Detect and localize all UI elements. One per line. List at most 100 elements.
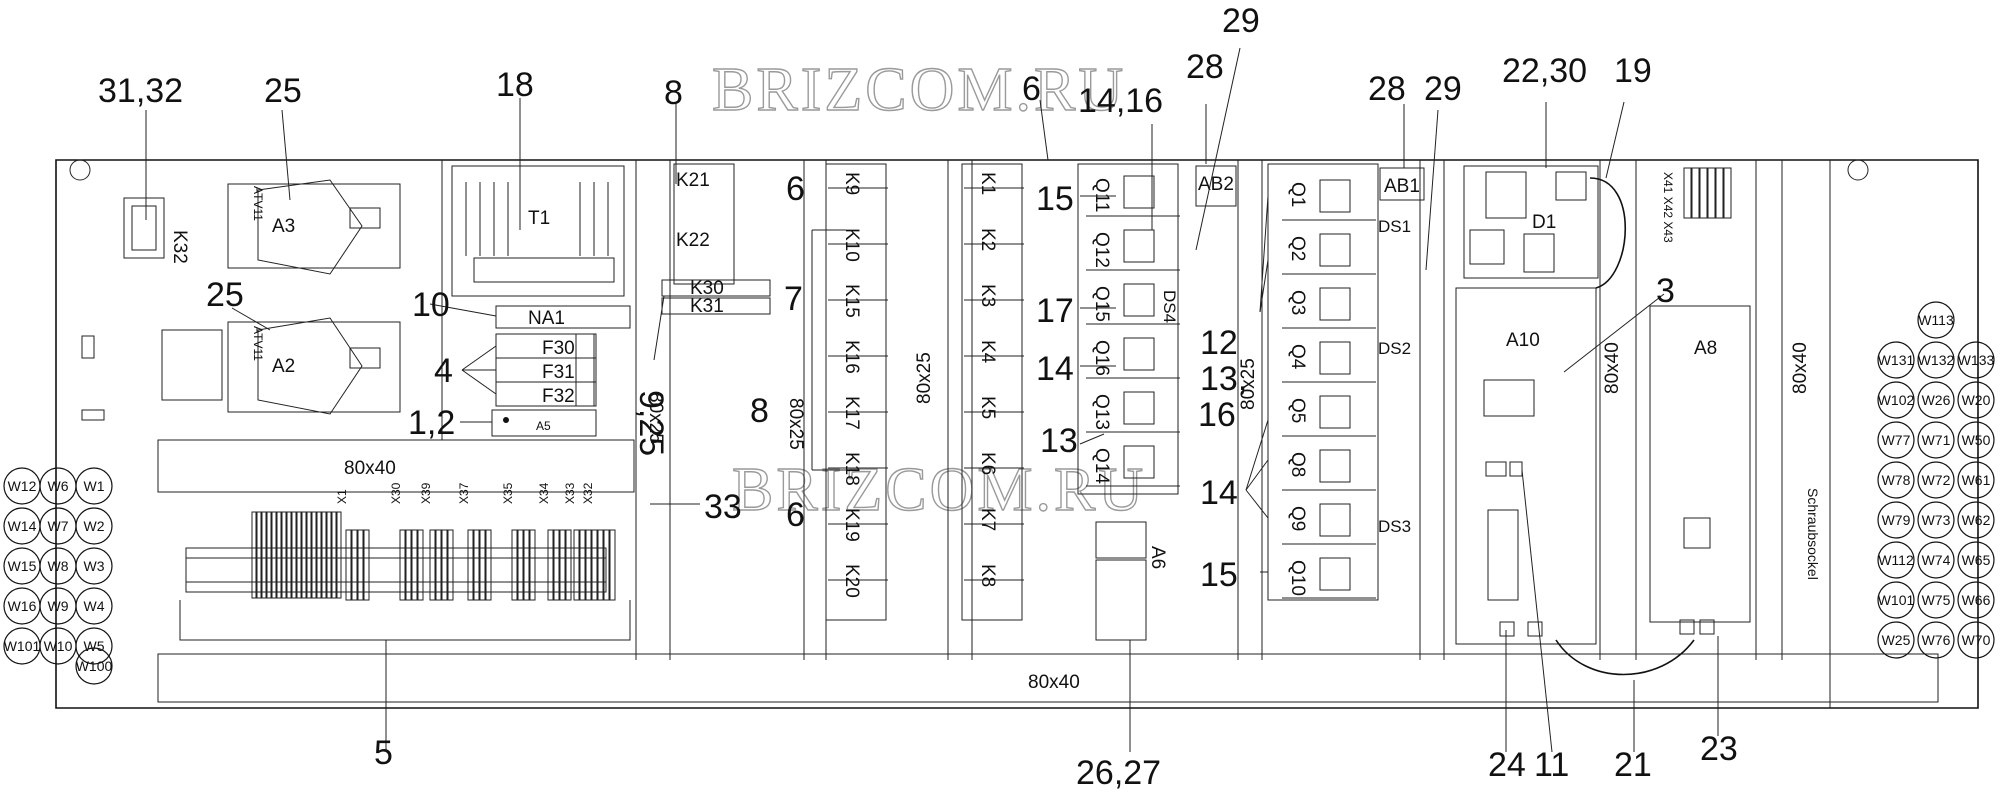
callout-10: 10 [412, 286, 450, 324]
wire-label: W133 [1958, 352, 1995, 368]
callout-11: 11 [1534, 746, 1569, 784]
watermark-bottom: BRIZCOM.RU [732, 456, 1146, 524]
callout-29-right: 29 [1424, 70, 1462, 108]
wire-label: W70 [1962, 632, 1991, 648]
callout-6-bottom: 6 [786, 496, 805, 534]
wire-label: W20 [1962, 392, 1991, 408]
relay-k21: K21 [676, 170, 710, 191]
rail-80x25-3: 80x25 [914, 352, 935, 404]
callout-19: 19 [1614, 52, 1652, 90]
wire-socket-w1: W1 [75, 467, 113, 505]
wire-socket-w62: W62 [1957, 501, 1995, 539]
callout-3: 3 [1656, 272, 1675, 310]
module-a8: A8 [1694, 338, 1717, 359]
relay-k30: K30 [690, 278, 724, 299]
callout-13-right: 13, [1200, 360, 1247, 398]
module-a5: A5 [536, 419, 551, 433]
wire-label: W61 [1962, 472, 1991, 488]
breaker-q5: Q5 [1287, 398, 1308, 423]
callout-31-32: 31,32 [98, 72, 183, 110]
relay-k31: K31 [690, 296, 724, 317]
wire-label: W14 [8, 518, 37, 534]
wire-label: W71 [1922, 432, 1951, 448]
wire-socket-w8: W8 [39, 547, 77, 585]
callout-25-mid: 25 [206, 276, 244, 314]
controller-section: D1 A10 A8 X41 X42 X43 Schraubsockel [1455, 165, 1821, 676]
wire-socket-w102: W102 [1877, 381, 1915, 419]
wire-socket-w14: W14 [3, 507, 41, 545]
wire-label: W6 [48, 478, 69, 494]
breaker-q14: Q14 [1091, 448, 1112, 484]
relay-k18: K18 [841, 452, 862, 486]
relay-k5: K5 [977, 396, 998, 419]
rail-80x25-1: 80x25 [645, 392, 666, 444]
breaker-q11: Q11 [1091, 178, 1112, 213]
wire-socket-w71: W71 [1917, 421, 1955, 459]
terminal-x30: X30 [389, 482, 403, 504]
wire-label: W10 [44, 638, 73, 654]
module-a3: A3 [272, 216, 295, 237]
wire-label: W4 [84, 598, 105, 614]
wire-socket-w131: W131 [1877, 341, 1915, 379]
callout-33: 33 [704, 488, 742, 526]
wire-label: W72 [1922, 472, 1951, 488]
callout-26-27: 26,27 [1076, 754, 1161, 792]
schraubsockel-label: Schraubsockel [1805, 488, 1821, 580]
relay-k19: K19 [841, 508, 862, 542]
callout-23: 23 [1700, 730, 1738, 768]
wire-socket-w10: W10 [39, 627, 77, 665]
wire-label: W8 [48, 558, 69, 574]
callout-14-right: 14 [1200, 474, 1238, 512]
breaker-q16: Q16 [1091, 340, 1112, 376]
wire-socket-w26: W26 [1917, 381, 1955, 419]
breaker-q12: Q12 [1091, 232, 1112, 268]
wire-label: W74 [1922, 552, 1951, 568]
watermark-top: BRIZCOM.RU [712, 56, 1126, 124]
wire-label: W101 [4, 638, 41, 654]
wire-label: W131 [1878, 352, 1915, 368]
wire-label: W16 [8, 598, 37, 614]
wire-socket-w61: W61 [1957, 461, 1995, 499]
relay-k22: K22 [676, 230, 710, 251]
wire-label: W26 [1922, 392, 1951, 408]
wire-socket-w72: W72 [1917, 461, 1955, 499]
rail-80x40-bottom: 80x40 [1028, 672, 1080, 693]
terminal-x33: X33 [563, 482, 577, 504]
callout-28-left: 28 [1186, 48, 1224, 86]
callout-8-mid: 8 [750, 392, 769, 430]
rail-80x40-right: 80x40 [1790, 342, 1811, 394]
ab1-label: AB1 [1384, 176, 1420, 197]
callout-21: 21 [1614, 746, 1652, 784]
wire-label: W66 [1962, 592, 1991, 608]
fuse-f32: F32 [542, 386, 575, 407]
wire-label: W76 [1922, 632, 1951, 648]
callout-18: 18 [496, 66, 534, 104]
wire-socket-w101: W101 [3, 627, 41, 665]
wire-socket-w78: W78 [1877, 461, 1915, 499]
wire-label: W3 [84, 558, 105, 574]
wire-socket-w16: W16 [3, 587, 41, 625]
wire-label: W77 [1882, 432, 1911, 448]
wire-socket-w113: W113 [1917, 301, 1955, 339]
ds1-label: DS1 [1378, 217, 1411, 236]
rail-80x40-a10: 80x40 [1602, 342, 1623, 394]
wire-label: W132 [1918, 352, 1955, 368]
wire-label: W62 [1962, 512, 1991, 528]
wire-label: W1 [84, 478, 105, 494]
wire-socket-w9: W9 [39, 587, 77, 625]
wire-socket-w25: W25 [1877, 621, 1915, 659]
module-k32: K32 [169, 230, 190, 264]
wire-socket-w15: W15 [3, 547, 41, 585]
wire-socket-w65: W65 [1957, 541, 1995, 579]
callout-6-mid: 6 [786, 170, 805, 208]
wire-label: W100 [76, 658, 113, 674]
wire-label: W5 [84, 638, 105, 654]
relay-k4: K4 [977, 340, 998, 364]
mounting-panel [55, 159, 1979, 709]
wire-socket-w75: W75 [1917, 581, 1955, 619]
breaker-q13: Q13 [1091, 394, 1112, 430]
ds4-label: DS4 [1160, 290, 1179, 323]
fuse-f31: F31 [542, 362, 575, 383]
wire-label: W25 [1882, 632, 1911, 648]
